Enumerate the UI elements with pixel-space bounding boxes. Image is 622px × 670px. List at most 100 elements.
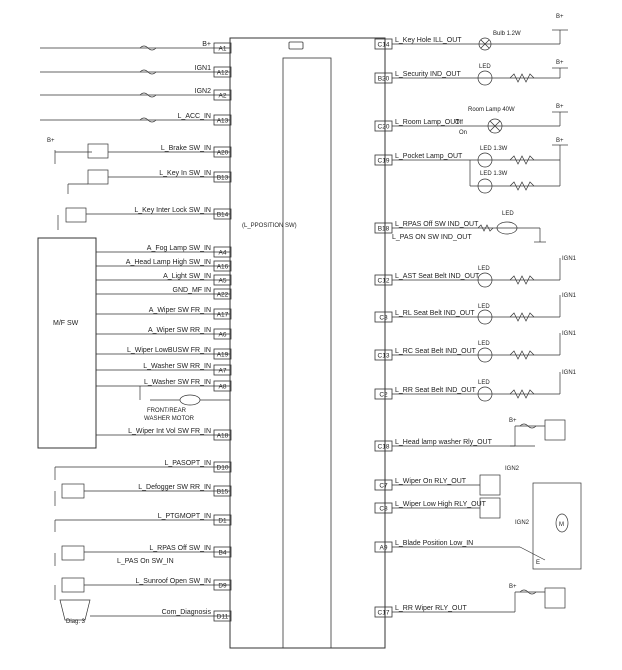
pin-id: B20 bbox=[378, 75, 390, 82]
pin-label: L_Room Lamp_OUT bbox=[395, 119, 460, 126]
pin-id: D11 bbox=[217, 613, 229, 620]
left-pin-a6: A6 A_Wiper SW RR_IN bbox=[148, 327, 232, 340]
pin-label: L_Sunroof Open SW_IN bbox=[136, 578, 212, 585]
pin-label: L_Wiper Low High RLY_OUT bbox=[395, 501, 487, 508]
pin-label: L_Blade Position Low_IN bbox=[395, 540, 473, 547]
left-pin-a13: A13 L_ACC_IN bbox=[178, 113, 232, 126]
pin-id: C12 bbox=[378, 277, 390, 284]
pin-label: L_AST Seat Belt IND_OUT bbox=[395, 273, 480, 280]
ign2-relay-a9-label: IGN2 bbox=[515, 520, 530, 526]
right-pin-b20: B20 L_Security IND_OUT bbox=[374, 71, 461, 84]
bplus-brake-label: B+ bbox=[47, 138, 55, 144]
pin-id: A17 bbox=[217, 311, 229, 318]
left-pin-a22: A22 GND_MF IN bbox=[173, 287, 232, 300]
pin-id: C8 bbox=[379, 505, 388, 512]
pin-id: A9 bbox=[380, 544, 388, 551]
pin-id: A16 bbox=[217, 263, 229, 270]
room-on-label: On bbox=[459, 130, 467, 136]
pin-label: IGN2 bbox=[195, 88, 211, 95]
pin-label: L_Wiper LowBUSW FR_IN bbox=[127, 347, 211, 354]
pin-id: A7 bbox=[219, 367, 227, 374]
pin-id: A22 bbox=[217, 291, 229, 298]
right-pin-c13: C13 L_RC Seat Belt IND_OUT bbox=[374, 348, 477, 361]
pin-label: GND_MF IN bbox=[173, 287, 212, 294]
pin-id: A12 bbox=[217, 69, 229, 76]
pin-label: B+ bbox=[202, 41, 211, 48]
pin-label: A_Wiper SW RR_IN bbox=[148, 327, 211, 334]
pin-label: A_Head Lamp High SW_IN bbox=[126, 259, 211, 266]
right-pin-c7: C7L_Wiper On RLY_OUT bbox=[374, 478, 467, 491]
bplus-c17-label: B+ bbox=[509, 584, 517, 590]
pin-id: C14 bbox=[378, 41, 390, 48]
left-pin-a7: A7L_Washer SW RR_IN bbox=[143, 363, 232, 376]
pin-label: A_Wiper SW FR_IN bbox=[149, 307, 211, 314]
right-pin-a9: A9 L_Blade Position Low_IN bbox=[374, 540, 473, 553]
key-interlock-sub-label: (L_PPOSITION SW) bbox=[242, 223, 297, 229]
pin-id: B4 bbox=[219, 549, 227, 556]
pin-id: D1 bbox=[218, 517, 227, 524]
washer-motor-label-line1: FRONT/REAR bbox=[147, 408, 187, 414]
pin-id: A5 bbox=[219, 277, 227, 284]
pin-id: B15 bbox=[217, 488, 229, 495]
pin-id: A6 bbox=[219, 331, 227, 338]
left-pin-a19: A19 L_Wiper LowBUSW FR_IN bbox=[127, 347, 232, 360]
ign2-relay-c7-label: IGN2 bbox=[505, 466, 520, 472]
right-pin-c3: C3L_RL Seat Belt IND_OUT bbox=[374, 310, 475, 323]
pas-on-ind-label: L_PAS ON SW IND_OUT bbox=[392, 234, 472, 241]
pin-label: L_Head lamp washer Rly_OUT bbox=[395, 439, 493, 446]
pin-id: C18 bbox=[378, 443, 390, 450]
pin-id: D9 bbox=[218, 582, 227, 589]
pin-id: B14 bbox=[217, 211, 229, 218]
pin-label: L_Security IND_OUT bbox=[395, 71, 461, 78]
left-pin-b4: B4L_RPAS Off SW_IN bbox=[149, 545, 232, 558]
led-security-label: LED bbox=[479, 64, 491, 70]
left-pin-a2: A2 IGN2 bbox=[195, 88, 232, 101]
left-pin-a4: A4 A_Fog Lamp SW_IN bbox=[147, 245, 232, 258]
left-pin-d9: D9 L_Sunroof Open SW_IN bbox=[136, 578, 232, 591]
washer-motor-label: FRONT/REAR WASHER MOTOR bbox=[144, 408, 195, 422]
pin-label: L_RC Seat Belt IND_OUT bbox=[395, 348, 477, 355]
led-c3-label: LED bbox=[478, 304, 490, 310]
pin-id: A13 bbox=[217, 117, 229, 124]
pin-label: L_Washer SW FR_IN bbox=[144, 379, 211, 386]
pin-id: A4 bbox=[219, 249, 227, 256]
left-pin-a1: A1 B+ bbox=[202, 41, 232, 54]
pin-id: A2 bbox=[219, 92, 227, 99]
pin-label: L_PASOPT_IN bbox=[164, 460, 211, 467]
pin-id: C2 bbox=[379, 391, 388, 398]
left-pin-a12: A12 IGN1 bbox=[195, 65, 232, 78]
pin-id: C13 bbox=[378, 352, 390, 359]
bulb-label: Bulb 1.2W bbox=[493, 31, 521, 37]
pin-id: B13 bbox=[217, 174, 229, 181]
rpas-led-label: LED bbox=[502, 211, 514, 217]
pin-id: C3 bbox=[379, 314, 388, 321]
right-pin-c18: C18 L_Head lamp washer Rly_OUT bbox=[374, 439, 493, 452]
left-pin-b15: B15 L_Defogger SW RR_IN bbox=[138, 484, 232, 497]
pin-label: L_Pocket Lamp_OUT bbox=[395, 153, 463, 160]
pin-label: L_Brake SW_IN bbox=[161, 145, 211, 152]
pin-label: L_ACC_IN bbox=[178, 113, 211, 120]
pin-label: IGN1 bbox=[195, 65, 211, 72]
pin-id: A19 bbox=[217, 351, 229, 358]
pin-label: L_RR Seat Belt IND_OUT bbox=[395, 387, 477, 394]
led-c2-label: LED bbox=[478, 380, 490, 386]
bplus-c18-label: B+ bbox=[509, 418, 517, 424]
pin-id: B18 bbox=[378, 225, 390, 232]
pin-label: L_Defogger SW RR_IN bbox=[138, 484, 211, 491]
bplus-c20-label: B+ bbox=[556, 104, 564, 110]
pin-label: A_Fog Lamp SW_IN bbox=[147, 245, 211, 252]
right-pin-c2: C2 L_RR Seat Belt IND_OUT bbox=[374, 387, 477, 400]
pin-label: L_Wiper On RLY_OUT bbox=[395, 478, 467, 485]
pin-id: A1 bbox=[219, 45, 227, 52]
pin-id: A18 bbox=[217, 432, 229, 439]
